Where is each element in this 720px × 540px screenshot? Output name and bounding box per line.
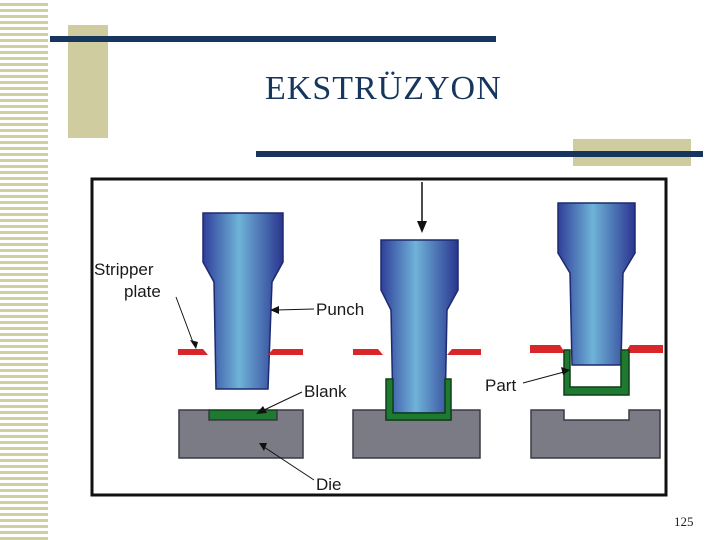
- punch-1: [202, 212, 284, 390]
- label-stripper-line1: Stripper: [94, 260, 154, 279]
- die-1: [178, 409, 304, 459]
- die-3: [530, 409, 661, 459]
- part-cup-3: [563, 349, 630, 396]
- left-stripe-decoration: [0, 0, 50, 540]
- leader-stripper: [175, 296, 195, 346]
- leader-die-head: [259, 443, 267, 451]
- label-stripper-line2: plate: [124, 282, 161, 301]
- blank-1: [208, 409, 278, 421]
- force-arrow-head: [417, 221, 427, 233]
- stripper-plate-3-right: [625, 345, 663, 353]
- leader-stripper-head: [190, 340, 198, 349]
- top-title-rule: [50, 36, 496, 42]
- stripper-plate-1-right: [268, 349, 303, 355]
- leader-part: [522, 371, 565, 384]
- label-part: Part: [485, 376, 516, 395]
- stripper-plate-3-left: [530, 345, 565, 353]
- page-title: EKSTRÜZYON: [265, 70, 502, 107]
- leader-blank: [261, 391, 303, 412]
- stripper-plate-1-left: [178, 349, 208, 355]
- label-punch: Punch: [316, 300, 364, 319]
- bottom-title-rule: [256, 151, 703, 157]
- leader-punch-head: [270, 306, 279, 314]
- leader-punch: [275, 308, 315, 311]
- leader-part-head: [561, 367, 570, 375]
- page-number: 125: [674, 514, 694, 529]
- leader-blank-head: [256, 406, 267, 414]
- part-cup-2: [385, 378, 452, 421]
- label-blank: Blank: [304, 382, 347, 401]
- leader-die: [263, 446, 315, 481]
- stripper-plate-2-left: [353, 349, 383, 355]
- stripper-plate-2-right: [447, 349, 481, 355]
- extrusion-diagram: Stripper plate Punch Blank Part Die: [90, 177, 668, 497]
- top-accent-box: [68, 25, 108, 138]
- label-die: Die: [316, 475, 342, 494]
